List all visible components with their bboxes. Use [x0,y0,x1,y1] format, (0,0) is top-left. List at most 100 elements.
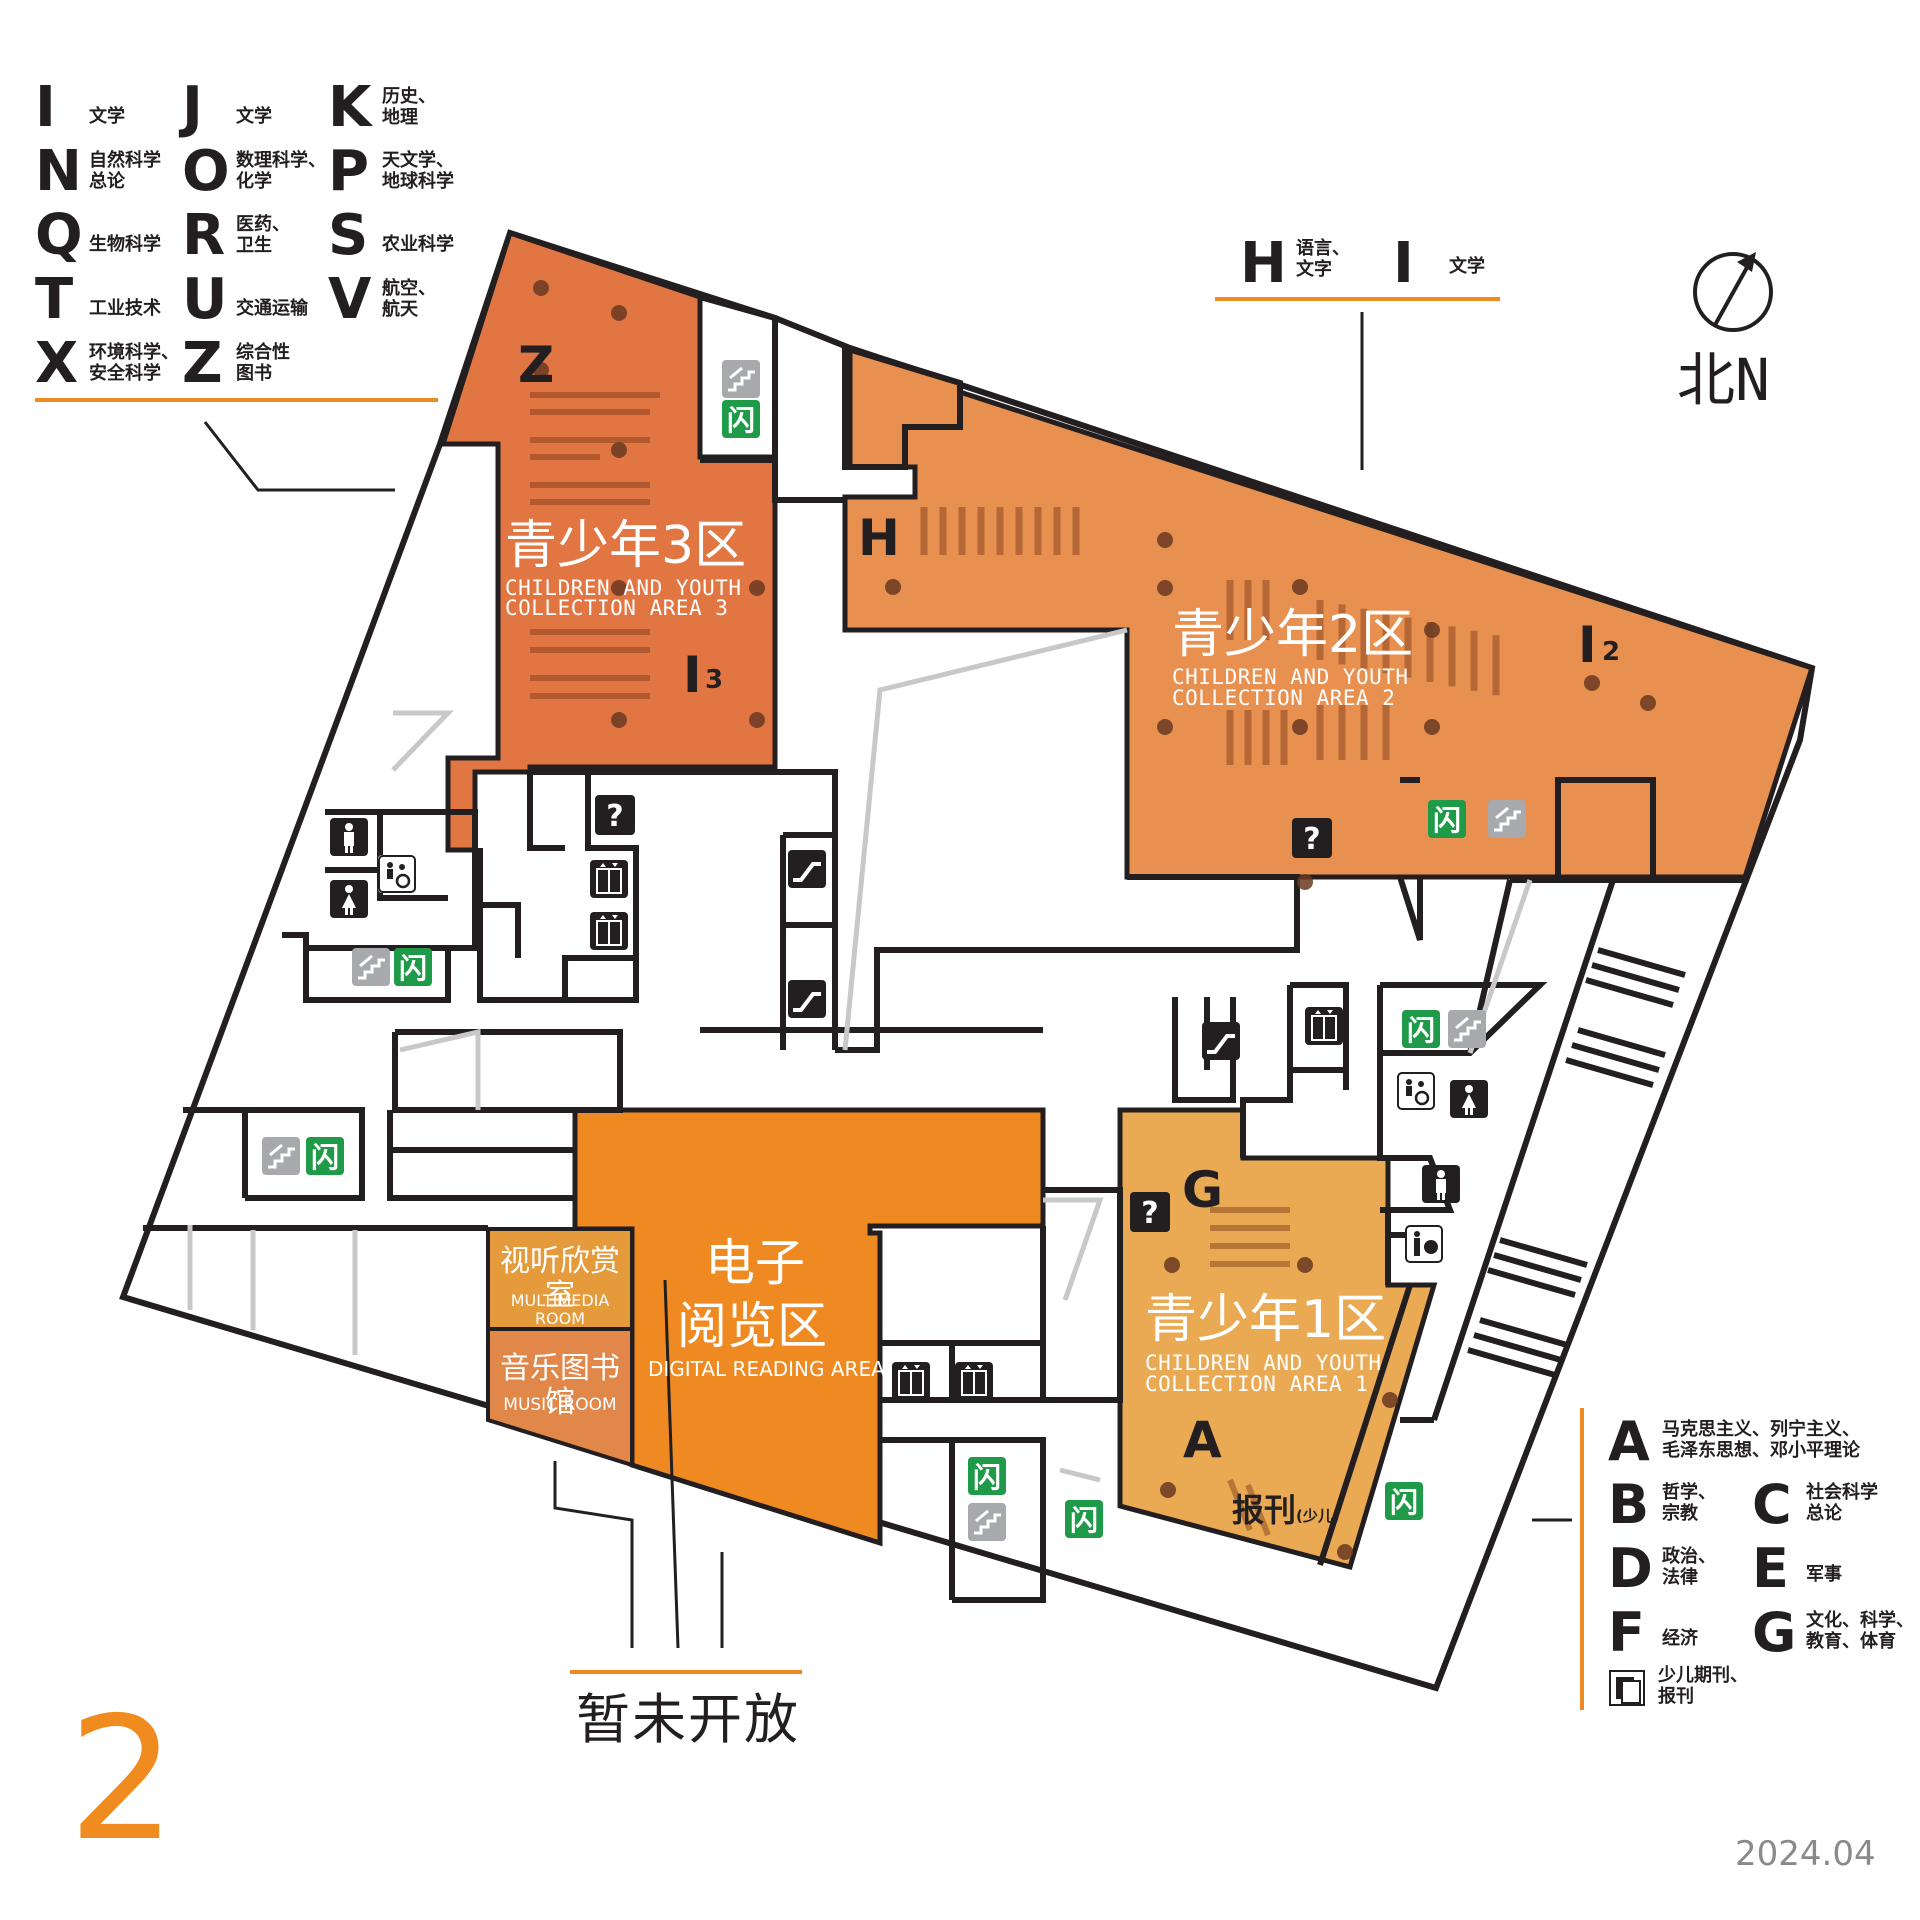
exit-sign-icon: 闪 [968,1457,1006,1495]
column [611,712,627,728]
elevator-icon [955,1362,993,1400]
hi-legend-desc: 文字 [1296,259,1332,280]
shelf-letter-i2-sub: 2 [1602,637,1621,667]
periodical-desc-2: 报刊 [1658,1686,1694,1707]
shelf-letter-g: G [1182,1161,1224,1219]
escalator-icon [788,980,826,1018]
legend-desc: 地球科学 [382,171,454,192]
column [1157,532,1173,548]
north-arrow-icon [1693,252,1773,332]
legend-letter-t: T [35,267,74,332]
date-label: 2024.04 [1735,1834,1876,1874]
zone1-subtitle-1: CHILDREN AND YOUTH [1145,1351,1382,1375]
svg-text:闪: 闪 [1433,804,1461,837]
stairs-icon [968,1503,1006,1541]
help-desk-icon: ? [595,795,635,835]
multimedia-subtitle: MULTIMEDIA ROOM [510,1291,610,1328]
column [749,712,765,728]
right-legend-desc: 毛泽东思想、邓小平理论 [1662,1440,1860,1461]
exit-sign-icon: 闪 [1428,800,1466,838]
legend-letter-v: V [328,267,372,332]
legend-letter-r: R [182,203,226,268]
legend-desc: 农业科学 [382,234,454,255]
digital-title-2: 阅览区 [677,1297,827,1355]
exit-sign-icon: 闪 [394,948,432,986]
right-legend-desc: 政治、 [1662,1546,1716,1567]
elevator-icon [590,912,628,950]
zone3-subtitle-2: COLLECTION AREA 3 [505,596,729,620]
right-legend-desc: 教育、体育 [1806,1631,1896,1652]
baby-care-icon [1405,1225,1443,1263]
legend-desc: 历史、 [382,86,436,107]
right-legend-letter-d: D [1608,1537,1653,1600]
legend-desc: 地理 [382,107,418,128]
legend-desc: 数理科学、 [236,150,326,171]
right-legend-letter-e: E [1752,1537,1789,1600]
hi-legend-letter-h: H [1240,231,1287,296]
right-legend-desc: 军事 [1806,1564,1842,1585]
right-legend-desc: 马克思主义、列宁主义、 [1662,1419,1860,1440]
legend-letter-q: Q [35,203,83,268]
column [1160,1482,1176,1498]
column [1157,580,1173,596]
accessible-restroom-icon [378,855,416,893]
elevator-icon [1305,1007,1343,1045]
right-legend-desc: 哲学、 [1662,1482,1716,1503]
right-legend-letter-b: B [1608,1473,1650,1536]
legend-desc: 生物科学 [89,234,161,255]
escalator-icon [1202,1022,1240,1060]
legend-letter-n: N [35,139,82,204]
legend-desc: 化学 [236,171,272,192]
right-legend-letter-f: F [1608,1601,1645,1664]
shelf-row [1227,1478,1253,1532]
newspaper-main: 报刊 [1232,1491,1297,1529]
music-subtitle: MUSIC ROOM [503,1395,617,1415]
column [1640,695,1656,711]
zone1-subtitle-2: COLLECTION AREA 1 [1145,1372,1369,1396]
periodical-desc-1: 少儿期刊、 [1658,1665,1748,1686]
right-legend-desc: 宗教 [1662,1503,1698,1524]
stairs-icon [722,360,760,398]
exit-sign-icon: 闪 [1065,1500,1103,1538]
legend-desc: 环境科学、 [89,342,179,363]
newspaper-sub: (少儿) [1296,1507,1340,1525]
column [749,580,765,596]
legend-letter-p: P [328,139,370,204]
legend-desc: 卫生 [236,235,272,256]
help-desk-icon: ? [1292,818,1332,858]
help-desk-icon: ? [1130,1192,1170,1232]
newspaper-label: 报刊(少儿) [1232,1485,1340,1531]
female-restroom-icon [1450,1080,1488,1118]
right-legend-letter-a: A [1608,1410,1650,1473]
music-title: 音乐图书馆 [500,1351,620,1420]
column [1424,719,1440,735]
stairs-icon [1488,800,1526,838]
legend-letter-u: U [182,267,228,332]
exit-sign-icon: 闪 [722,400,760,438]
column [1337,1544,1353,1560]
column [885,579,901,595]
exit-sign-icon: 闪 [306,1137,344,1175]
legend-letter-i: I [35,75,56,140]
closed-label: 暂未开放 [576,1688,800,1751]
legend-desc: 航天 [382,299,418,320]
structural-columns [533,280,1656,1560]
legend-letter-k: K [328,75,372,140]
legend-desc: 交通运输 [236,298,308,319]
shelf-letter-i2: I [1578,616,1597,674]
right-legend-desc: 社会科学 [1806,1482,1878,1503]
ramp-stairs [1467,947,1686,1378]
legend-desc: 航空、 [382,278,436,299]
accent-lines [35,297,1584,1710]
compass-label: 北N [1677,346,1770,414]
floor-number: 2 [68,1681,177,1879]
right-legend-desc: 经济 [1662,1628,1698,1649]
svg-text:闪: 闪 [727,404,755,437]
zone3-title: 青少年3区 [505,516,747,576]
legend-desc: 文学 [236,106,272,127]
svg-text:闪: 闪 [311,1141,339,1174]
zone3-subtitle-1: CHILDREN AND YOUTH [505,576,742,600]
accessible-restroom-icon [1397,1072,1435,1110]
right-legend-letter-c: C [1752,1473,1792,1536]
